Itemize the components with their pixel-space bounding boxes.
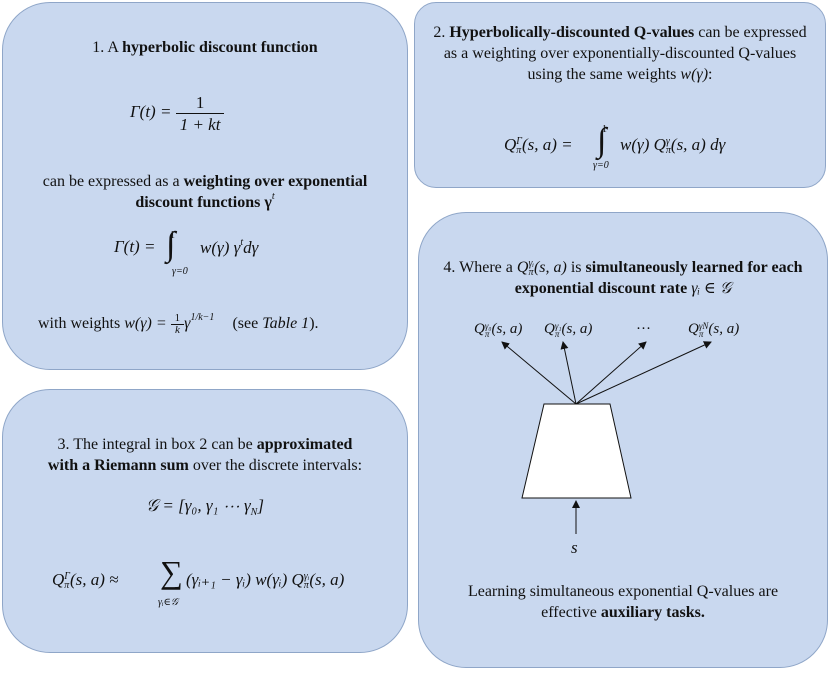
box1-integral-upper: 1: [170, 230, 175, 241]
box4-text-line2: exponential discount rate γᵢ ∈ 𝒢: [514, 280, 732, 297]
box-simultaneous-learning: [418, 212, 828, 668]
box1-equation-gamma: Γ(t) = 1 1 + kt: [130, 92, 225, 135]
output-ellipsis: ···: [636, 321, 651, 337]
box2-integral-sign: ∫: [597, 122, 607, 159]
box3-sigma: ∑: [160, 554, 183, 590]
box3-text-line2: with a Riemann sum over the discrete int…: [47, 457, 363, 474]
box4-footer-line2: effective auxiliary tasks.: [541, 604, 705, 621]
box2-integral-lower: γ=0: [593, 160, 609, 171]
arrow-to-q1: [560, 341, 577, 405]
box1-text-weighting: can be expressed as a weighting over exp…: [42, 173, 368, 190]
box-hyperbolic-q-values: [414, 2, 826, 188]
box1-integral-lower: γ=0: [172, 266, 188, 277]
box2-text-line2: as a weighting over exponentially-discou…: [443, 45, 797, 62]
arrow-to-ellipsis: [575, 341, 647, 405]
box-hyperbolic-discount: [2, 2, 408, 370]
box1-integral-sign: ∫: [166, 226, 176, 263]
box-riemann-sum: [2, 389, 408, 653]
output-arrows: [501, 341, 712, 405]
box3-heading: 3. The integral in box 2 can be approxim…: [57, 436, 353, 453]
box2-heading: 2. Hyperbolically-discounted Q-values ca…: [433, 24, 807, 41]
arrow-to-q0: [501, 341, 577, 405]
arrow-to-qN: [575, 341, 712, 405]
box2-text-line3: using the same weights w(γ):: [527, 66, 713, 83]
box1-equation-integral: Γ(t) =: [114, 237, 156, 256]
box3-set-definition: 𝒢 = [γ₀, γ₁ ⋯ γN]: [146, 496, 264, 518]
input-state-label: s: [571, 538, 578, 557]
box1-integral-body: w(γ) γtdγ: [200, 237, 259, 257]
network-trapezoid: [521, 403, 632, 499]
box4-footer-line1: Learning simultaneous exponential Q-valu…: [467, 583, 779, 600]
box1-heading: 1. A hyperbolic discount function: [92, 39, 318, 56]
box3-sigma-lower: γᵢ∈𝒢: [158, 597, 179, 608]
box1-text-discount-functions: discount functions γt: [135, 191, 275, 211]
box2-integral-upper: 1: [602, 124, 607, 135]
